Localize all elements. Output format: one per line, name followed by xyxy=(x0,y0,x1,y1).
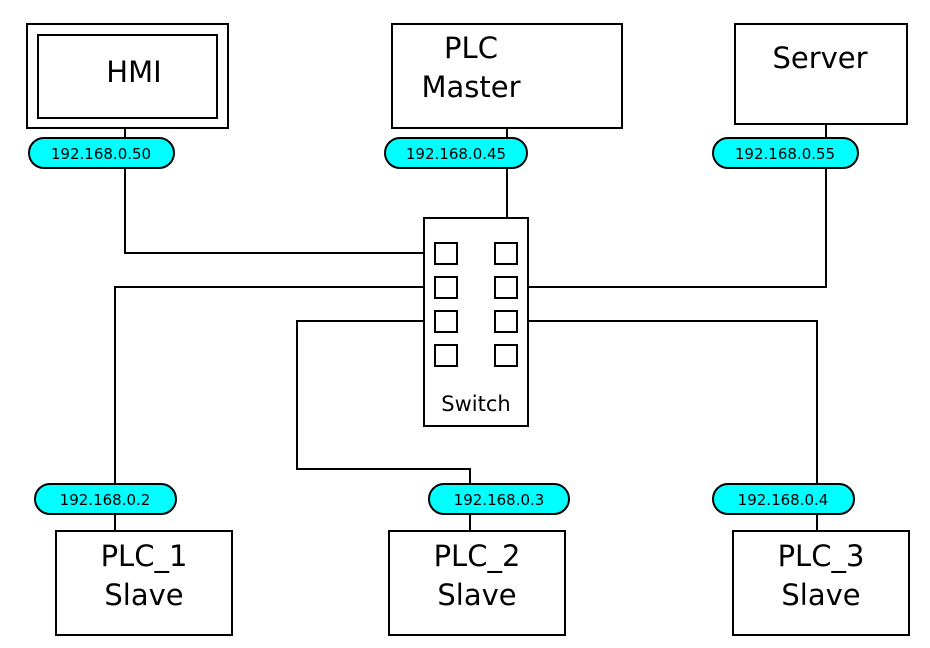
ip-text-plc-1: 192.168.0.2 xyxy=(60,491,151,509)
plc-2-device: PLC_2 Slave xyxy=(388,530,566,636)
ip-text-plc-master: 192.168.0.45 xyxy=(406,145,506,163)
plc-2-label-line2: Slave xyxy=(437,578,516,612)
plc-3-box xyxy=(732,530,910,636)
server-device: Server xyxy=(734,23,908,125)
ip-badge-hmi xyxy=(28,137,175,169)
plc-3-device: PLC_3 Slave xyxy=(732,530,910,636)
plc-2-box xyxy=(388,530,566,636)
wire-hmi-switch-lower xyxy=(124,166,435,254)
ip-text-plc-3: 192.168.0.4 xyxy=(738,491,829,509)
hmi-label: HMI xyxy=(106,55,161,89)
ip-badge-plc-2 xyxy=(428,483,570,515)
ip-text-hmi: 192.168.0.50 xyxy=(51,145,151,163)
ip-badge-plc-master xyxy=(384,137,528,169)
switch-label: Switch xyxy=(441,392,510,416)
switch-port-1 xyxy=(434,242,458,265)
ip-text-plc-2: 192.168.0.3 xyxy=(454,491,545,509)
wire-plc1-switch xyxy=(114,286,435,484)
server-box xyxy=(734,23,908,125)
wire-plc2-switch xyxy=(296,320,471,484)
plc-master-device: PLC Master xyxy=(391,23,623,129)
switch-device: Switch xyxy=(423,217,529,427)
plc-3-label-line1: PLC_3 xyxy=(778,539,865,573)
plc-1-label-line2: Slave xyxy=(104,578,183,612)
plc-1-device: PLC_1 Slave xyxy=(55,530,233,636)
ip-badge-server xyxy=(712,137,859,169)
switch-port-8 xyxy=(494,344,518,367)
connections xyxy=(114,124,827,531)
wire-plc3-switch xyxy=(517,320,818,484)
wire-server-switch xyxy=(517,167,827,288)
switch-port-2 xyxy=(494,242,518,265)
ip-badge-plc-3 xyxy=(712,483,855,515)
ip-text-server: 192.168.0.55 xyxy=(735,145,835,163)
switch-port-5 xyxy=(434,310,458,333)
switch-port-6 xyxy=(494,310,518,333)
plc-master-label-line1: PLC xyxy=(444,31,498,65)
plc-master-label-line2: Master xyxy=(421,70,520,104)
switch-port-4 xyxy=(494,276,518,299)
ip-badges: 192.168.0.50 192.168.0.45 192.168.0.55 1… xyxy=(28,137,859,515)
switch-port-7 xyxy=(434,344,458,367)
hmi-device: HMI xyxy=(26,23,229,129)
ip-badge-plc-1 xyxy=(34,483,177,515)
plc-1-label-line1: PLC_1 xyxy=(101,539,188,573)
plc-master-box xyxy=(391,23,623,129)
hmi-screen xyxy=(37,34,218,119)
switch-port-3 xyxy=(434,276,458,299)
plc-2-label-line1: PLC_2 xyxy=(434,539,521,573)
plc-3-label-line2: Slave xyxy=(781,578,860,612)
server-label: Server xyxy=(772,41,867,75)
plc-1-box xyxy=(55,530,233,636)
